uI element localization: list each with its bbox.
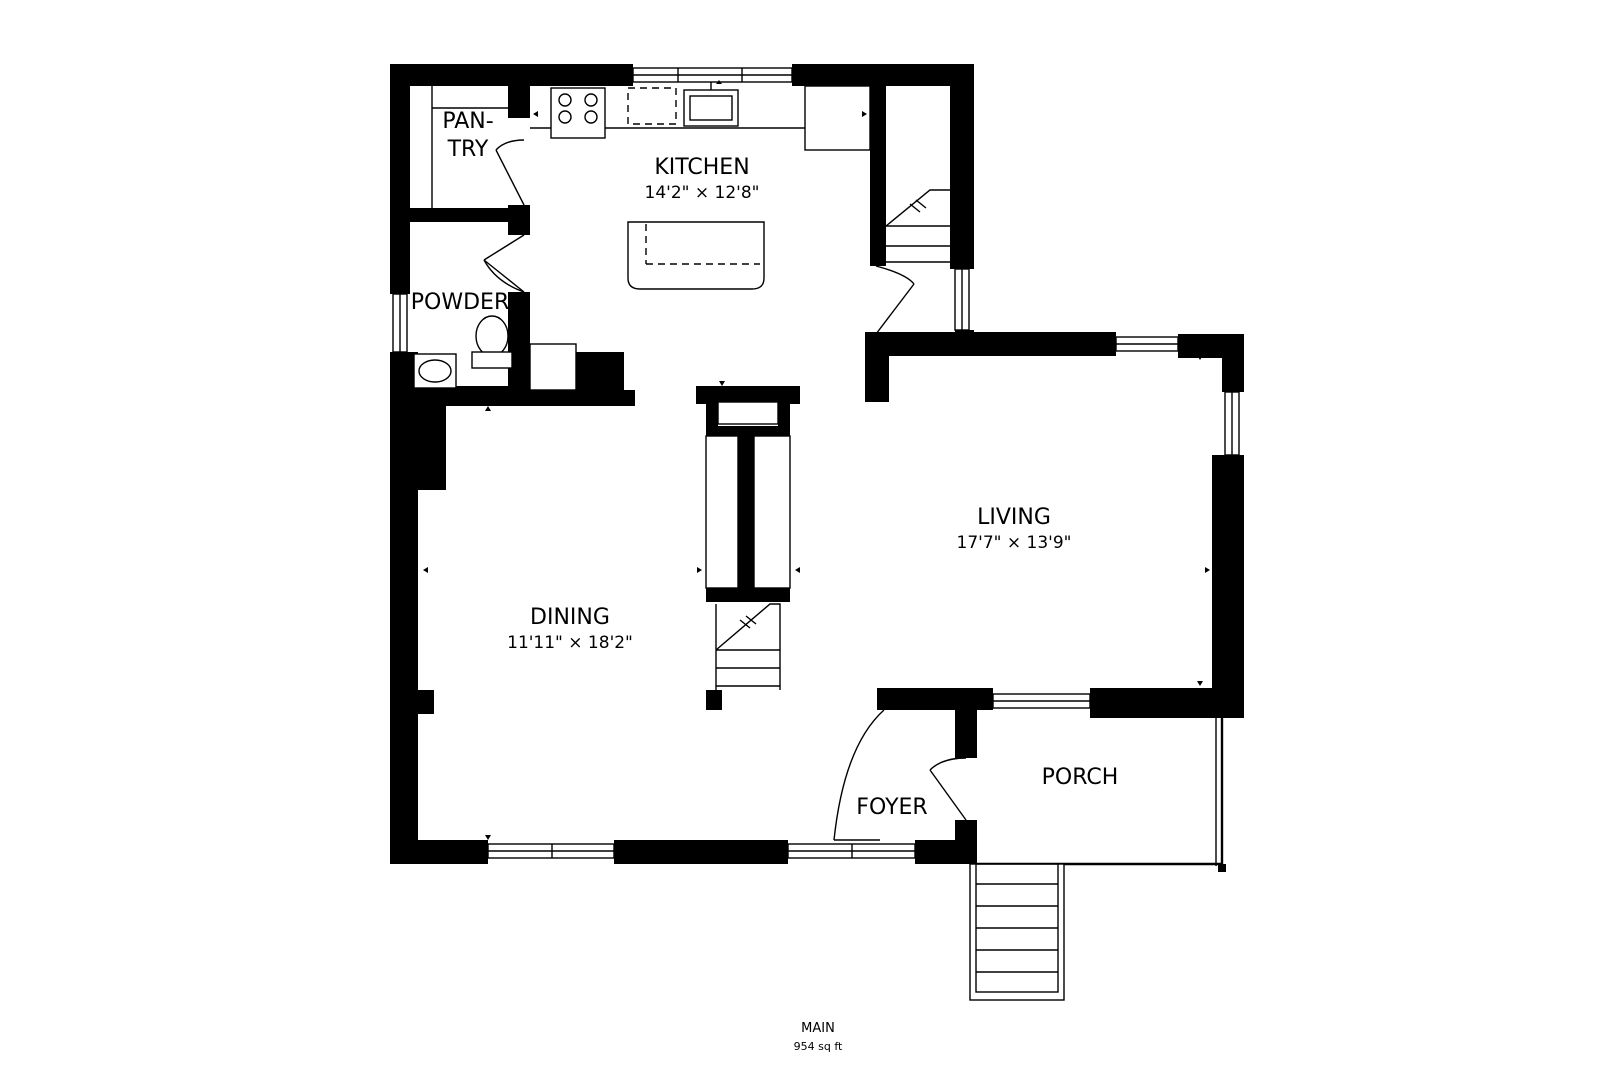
stairs-icon <box>969 863 1065 1001</box>
floor-area: 954 sq ft <box>794 1040 843 1053</box>
cabinet <box>529 343 577 391</box>
porch-name: PORCH <box>1042 765 1119 790</box>
stairs-icon <box>705 189 950 690</box>
stove-icon <box>550 87 606 139</box>
living-name: LIVING <box>977 505 1051 530</box>
living-dims: 17'7" × 13'9" <box>957 533 1072 553</box>
door-swing-icon <box>483 80 967 841</box>
kitchen-name: KITCHEN <box>654 155 749 180</box>
dishwasher-outline <box>627 87 677 125</box>
pantry-name-line1: PAN- <box>442 109 493 134</box>
window-icon <box>392 67 1240 859</box>
kitchen-island <box>627 221 765 290</box>
vanity-sink-icon <box>413 353 457 389</box>
porch-outline <box>977 718 1226 872</box>
dining-name: DINING <box>530 605 610 630</box>
walls <box>390 64 1244 864</box>
pantry-name-line2: TRY <box>447 137 489 162</box>
foyer-name: FOYER <box>856 795 927 820</box>
toilet-icon <box>471 315 513 369</box>
floor-caption: MAIN 954 sq ft <box>794 1021 843 1053</box>
dining-dims: 11'11" × 18'2" <box>507 633 633 653</box>
sink-icon <box>683 82 739 127</box>
dimension-markers <box>423 355 1210 840</box>
room-labels: KITCHEN 14'2" × 12'8" PAN- TRY POWDER DI… <box>411 109 1119 820</box>
powder-name: POWDER <box>411 290 509 315</box>
floor-name: MAIN <box>801 1021 835 1036</box>
kitchen-dims: 14'2" × 12'8" <box>645 183 760 203</box>
